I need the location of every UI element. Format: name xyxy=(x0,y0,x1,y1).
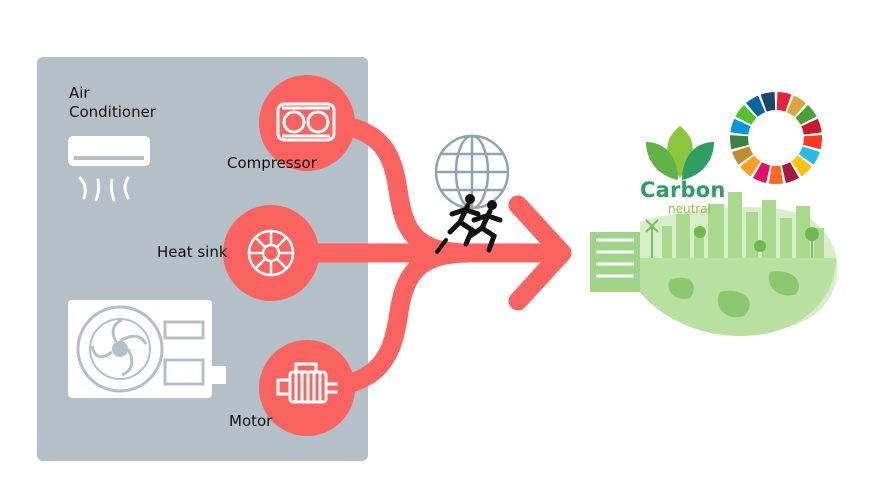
heat-sink-node xyxy=(223,205,319,301)
compressor-icon xyxy=(276,102,336,142)
motor-label: Motor xyxy=(229,412,273,430)
sdg-segment xyxy=(801,118,822,135)
leaf-logo-icon xyxy=(646,126,714,180)
sdg-segment xyxy=(752,162,771,183)
sdg-segment xyxy=(798,146,820,165)
green-city-bulb-icon xyxy=(590,192,838,336)
sdg-segment xyxy=(781,162,800,183)
motor-icon xyxy=(276,362,338,404)
sdg-segment xyxy=(776,92,792,112)
globe-icon xyxy=(434,134,510,210)
air-conditioner-indoor-icon xyxy=(68,136,150,202)
heat-sink-icon xyxy=(247,229,295,277)
arrow-head xyxy=(508,195,572,311)
sdg-segment xyxy=(768,165,784,184)
flow-arrows xyxy=(280,112,572,399)
sdg-segment xyxy=(803,135,822,150)
sdg-segment xyxy=(746,95,766,117)
compressor-label: Compressor xyxy=(227,154,317,172)
runners-icon xyxy=(435,194,503,254)
motor-node xyxy=(259,340,355,436)
sdg-segment xyxy=(730,118,751,135)
air-conditioner-title: Air Conditioner xyxy=(69,84,156,121)
sdg-segment xyxy=(735,104,757,125)
sdg-segment xyxy=(732,146,754,165)
neutral-logo-text: neutral xyxy=(668,202,711,216)
sdg-wheel-icon xyxy=(729,92,822,184)
sdg-segment xyxy=(740,155,761,177)
sdg-segment xyxy=(729,135,749,150)
sdg-segment xyxy=(786,95,806,117)
flow-motor xyxy=(296,243,480,399)
outdoor-unit-icon xyxy=(68,300,226,398)
sdg-segment xyxy=(760,92,776,112)
sdg-segment xyxy=(791,155,812,177)
heat-sink-label: Heat sink xyxy=(157,243,228,261)
compressor-node xyxy=(259,75,355,171)
sdg-segment xyxy=(795,104,817,125)
carbon-logo-text: Carbon xyxy=(640,178,726,202)
